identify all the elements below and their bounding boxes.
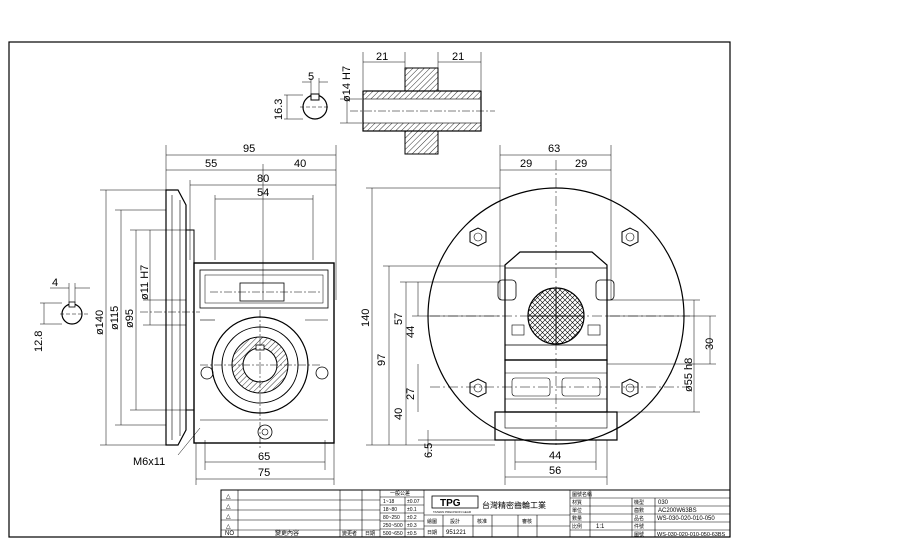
revision-mark-1: △ — [226, 494, 231, 500]
tol-value-1: ±0.07 — [407, 499, 420, 505]
dim-flange-dia: ø140 — [94, 310, 106, 335]
dim-overall-95: 95 — [243, 143, 255, 155]
drawing-no-label: 圖號 — [634, 531, 644, 538]
dim-input-bore: ø11 H7 — [139, 265, 151, 300]
dim-spigot-dia: ø95 — [124, 309, 136, 328]
revision-mark-2: △ — [226, 504, 231, 510]
approve-label: 核准 — [477, 518, 487, 525]
dim-front-63: 63 — [548, 143, 560, 155]
mounting-bolt-top-right — [621, 227, 639, 247]
change-content-label: 變更內容 — [275, 529, 299, 537]
designer-label: 設計 — [450, 518, 460, 525]
dim-height-97: 97 — [376, 354, 388, 366]
dim-height-57: 57 — [393, 313, 405, 325]
tol-value-3: ±0.2 — [407, 515, 417, 521]
tol-range-5: 500~650 — [383, 531, 403, 537]
material-label: 材質 — [572, 499, 582, 506]
scale-label: 比例 — [572, 523, 582, 530]
dim-left-55: 55 — [205, 158, 217, 170]
dim-pilot-dia: ø115 — [109, 306, 121, 330]
tol-range-2: 18~80 — [383, 507, 397, 513]
drawn-by-label: 繪圖 — [427, 518, 437, 525]
dim-base-inner-44: 44 — [549, 450, 561, 462]
revision-mark-4: △ — [226, 524, 231, 530]
ratio-label: 齒數 — [634, 507, 644, 514]
tol-value-4: ±0.3 — [407, 523, 417, 529]
dim-bore: ø14 H7 — [341, 66, 353, 102]
dim-right-30: 30 — [704, 338, 716, 350]
dim-inner-54: 54 — [257, 187, 269, 199]
scale-value: 1:1 — [596, 524, 605, 530]
dim-base-outer-56: 56 — [549, 465, 561, 477]
dim-height-140: 140 — [360, 309, 372, 327]
change-person-label: 變更者 — [342, 530, 357, 537]
front-view: 63 29 29 — [360, 143, 716, 485]
tol-range-1: 1~18 — [383, 499, 394, 505]
sheet-label: 件號 — [634, 523, 644, 530]
dim-key-w4: 4 — [52, 277, 58, 289]
dim-height-27: 27 — [405, 388, 417, 400]
tol-value-5: ±0.5 — [407, 531, 417, 537]
dim-front-29-right: 29 — [575, 158, 587, 170]
dim-right-length: 21 — [452, 51, 464, 63]
unit-label: 單位 — [572, 507, 582, 514]
no-column-label: NO — [225, 531, 234, 537]
model-label: 機型 — [634, 499, 644, 506]
mounting-bolt-bottom-left — [469, 378, 487, 398]
tol-value-2: ±0.1 — [407, 507, 417, 513]
title-block-text: △ △ △ △ NO 變更內容 變更者 日期 一般公差 1~18 ±0.07 1… — [225, 490, 726, 538]
dim-shaft-dia: ø55 h8 — [683, 358, 695, 392]
dim-base-65: 65 — [258, 451, 270, 463]
shaft-keyway-detail: 5 16.3 — [273, 71, 330, 120]
tol-range-4: 250~500 — [383, 523, 403, 529]
dim-height-44: 44 — [405, 326, 417, 338]
logo-text: TPG — [440, 498, 461, 509]
part-label: 品名 — [634, 515, 644, 522]
dim-base-75: 75 — [258, 467, 270, 479]
drawing-title-label: 圖號名稱 — [572, 491, 592, 498]
dim-base-6-5: 6.5 — [423, 443, 435, 458]
date-label: 日期 — [427, 530, 437, 536]
dim-right-40: 40 — [294, 158, 306, 170]
date-value: 951221 — [446, 530, 467, 536]
logo-subtext: TAIWAN PRECISION GEAR — [433, 510, 472, 514]
mounting-bolt-top-left — [469, 227, 487, 247]
drawing-no-value: WS-030-020-010-050-63BS — [657, 532, 726, 538]
sheet-border — [8, 41, 731, 538]
date-column-label: 日期 — [365, 531, 375, 537]
revision-mark-3: △ — [226, 514, 231, 520]
ratio-value: AC200W63BS — [658, 508, 697, 514]
dim-body-80: 80 — [257, 173, 269, 185]
model-value: 030 — [658, 500, 669, 506]
side-view: 95 55 40 80 54 — [33, 143, 337, 485]
dim-thread: M6x11 — [133, 456, 165, 468]
company-logo: TPG TAIWAN PRECISION GEAR — [431, 495, 479, 514]
dim-left-length: 21 — [376, 51, 388, 63]
qty-label: 數量 — [572, 515, 582, 522]
tolerance-title: 一般公差 — [390, 490, 410, 497]
title-block — [220, 489, 731, 538]
part-value: WS-030-020-010-050 — [657, 516, 715, 522]
dim-height-40: 40 — [393, 408, 405, 420]
tol-range-3: 80~250 — [383, 515, 400, 521]
mounting-bolt-bottom-right — [621, 378, 639, 398]
dim-front-29-left: 29 — [520, 158, 532, 170]
company-name: 台灣精密齒輪工業 — [482, 500, 546, 510]
check-label: 審核 — [522, 518, 532, 525]
dim-key-width: 5 — [308, 71, 314, 83]
hollow-shaft-section: 21 21 ø14 H7 — [340, 51, 495, 155]
dim-key-depth: 16.3 — [273, 99, 285, 120]
dim-key-h: 12.8 — [33, 331, 45, 352]
